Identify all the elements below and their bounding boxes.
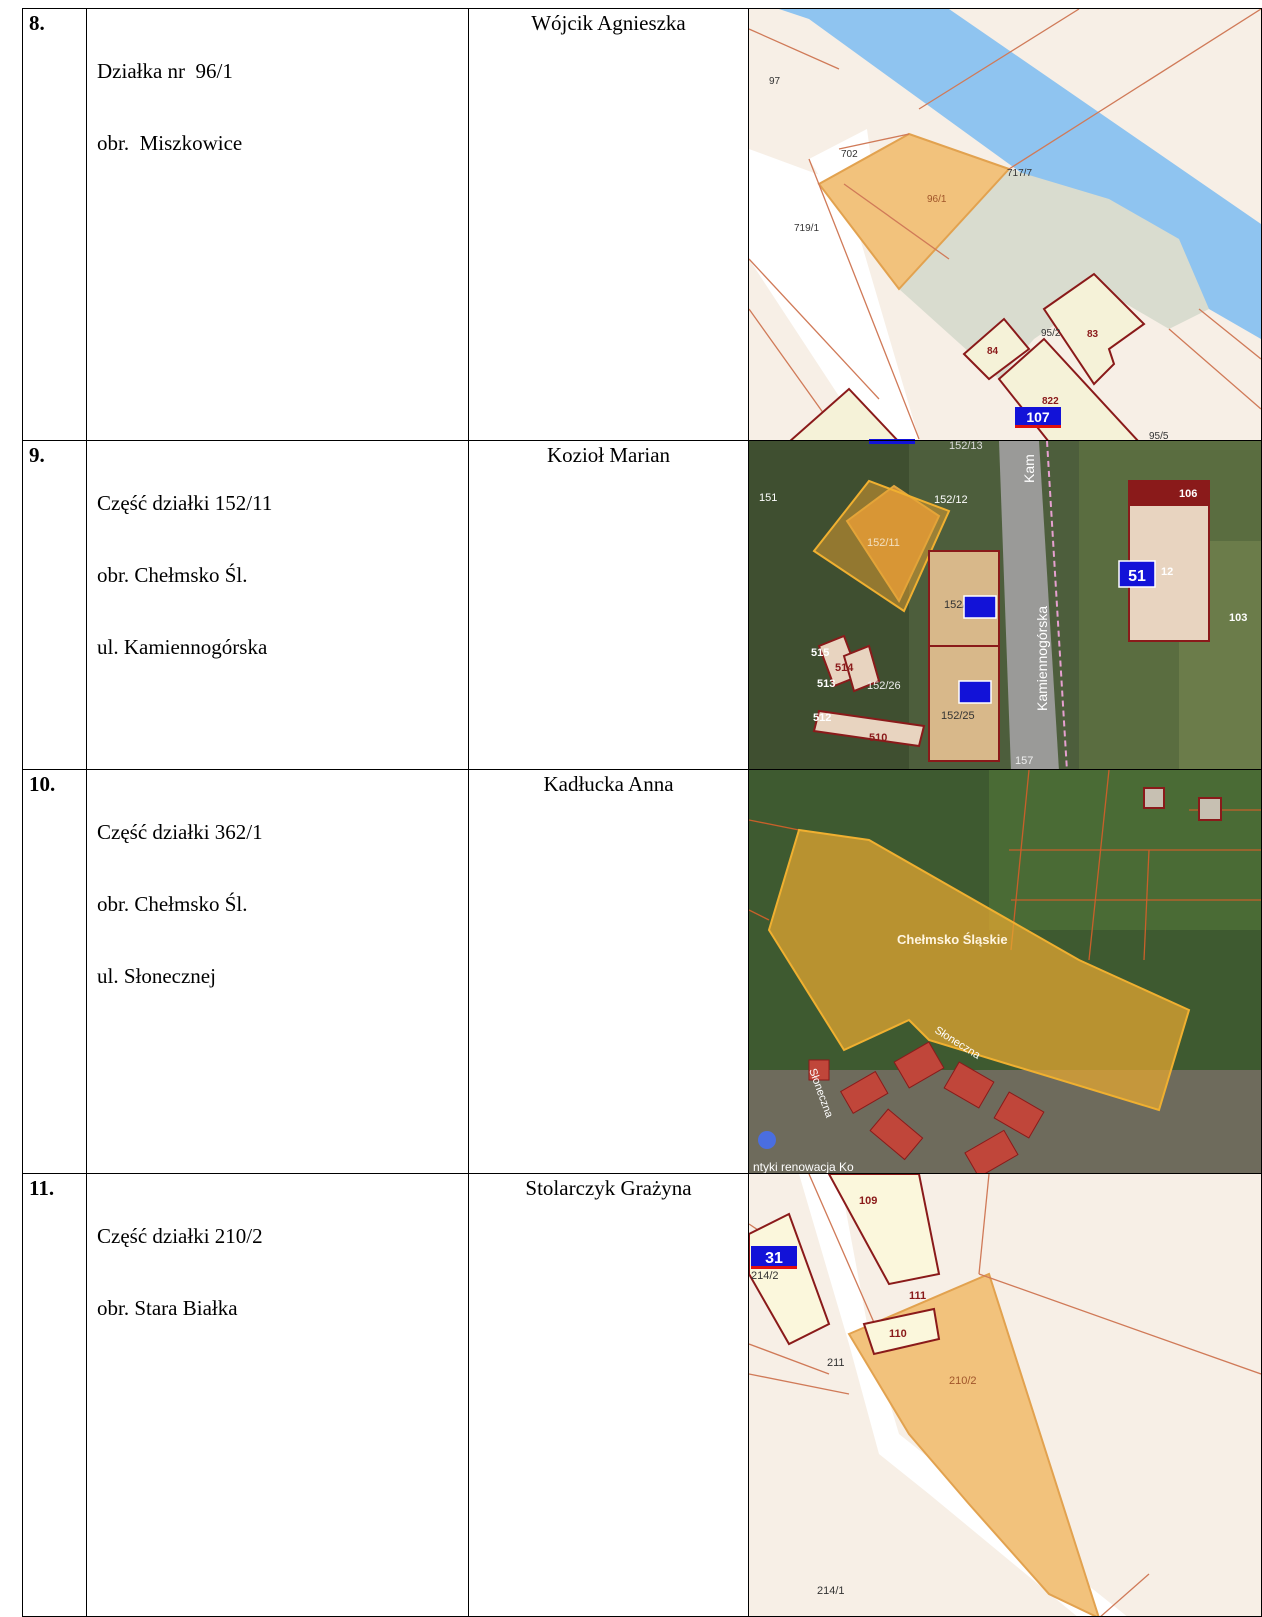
number-badge [751, 1246, 797, 1268]
row-number-cell: 10. [23, 770, 87, 1173]
table-row: 10. Część działki 362/1 obr. Chełmsko Śl… [22, 769, 1262, 1174]
cadastral-map: 109 214/2 111 110 211 210/2 214/1 31 [749, 1174, 1261, 1616]
satellite-map: 151 152/12 152/11 152/20 152/26 152/25 1… [749, 441, 1261, 769]
parcel-label: 214/1 [817, 1585, 845, 1597]
parcel-label: 152/12 [934, 494, 968, 506]
row-number: 9. [29, 443, 45, 467]
parcel-description: Część działki 362/1 obr. Chełmsko Śl. ul… [97, 820, 263, 988]
street-label-top: Kam [1021, 454, 1037, 483]
parcel-label: 96/1 [927, 194, 947, 205]
poi-label: ntyki renowacja Ko [753, 1160, 854, 1173]
table-row: 8. Działka nr 96/1 obr. Miszkowice Wójci… [22, 8, 1262, 441]
row-number: 10. [29, 772, 56, 796]
parcel-label: 97 [769, 76, 781, 87]
parcel-label: 510 [869, 732, 887, 744]
parcel-map: 97 702 96/1 717/7 719/1 84 95/2 83 822 9… [749, 9, 1261, 440]
parcel-label: 513 [817, 678, 835, 690]
owner-name: Kadłucka Anna [543, 772, 674, 796]
table-row: 9. Część działki 152/11 obr. Chełmsko Śl… [22, 440, 1262, 770]
parcel-label: 12 [1161, 566, 1173, 578]
owner-name: Kozioł Marian [546, 443, 671, 467]
parcel-description: Część działki 210/2 obr. Stara Białka [97, 1224, 263, 1320]
parcel-description-cell: Część działki 362/1 obr. Chełmsko Śl. ul… [87, 770, 469, 1173]
parcel-label: 152/26 [867, 680, 901, 692]
parcel-label: 717/7 [1007, 168, 1032, 179]
owner-name: Wójcik Agnieszka [531, 11, 686, 35]
parcel-label: 512 [813, 712, 831, 724]
parcel-label: 211 [827, 1357, 845, 1369]
satellite-map: Chełmsko Śląskie Słoneczna Słoneczna nty… [749, 770, 1261, 1173]
parcel-label: 109 [859, 1195, 877, 1207]
parcel-label: 152/13 [949, 441, 983, 452]
parcel-label: 152/25 [941, 710, 975, 722]
row-number-cell: 8. [23, 9, 87, 440]
parcel-label: 106 [1179, 488, 1197, 500]
parcel-label: 514 [835, 662, 854, 674]
number-badge [1015, 407, 1061, 427]
row-number-cell: 9. [23, 441, 87, 769]
parcel-map: Chełmsko Śląskie Słoneczna Słoneczna nty… [749, 770, 1261, 1173]
parcel-description-cell: Działka nr 96/1 obr. Miszkowice [87, 9, 469, 440]
number-badge [1118, 560, 1156, 588]
briefcase-icon [758, 1131, 776, 1149]
owner-cell: Kozioł Marian [469, 441, 749, 769]
parcel-label: 83 [1087, 329, 1099, 340]
parcel-description-cell: Część działki 152/11 obr. Chełmsko Śl. u… [87, 441, 469, 769]
parcel-label: 111 [909, 1290, 926, 1302]
parcel-label: 152/11 [867, 537, 900, 549]
owner-cell: Wójcik Agnieszka [469, 9, 749, 440]
parcel-label: 822 [1042, 396, 1059, 407]
owner-name: Stolarczyk Grażyna [525, 1176, 692, 1200]
parcel-label: 84 [987, 346, 999, 357]
parcel-label: 214/2 [751, 1270, 779, 1282]
owner-cell: Stolarczyk Grażyna [469, 1174, 749, 1616]
parcel-description-cell: Część działki 210/2 obr. Stara Białka [87, 1174, 469, 1616]
owner-cell: Kadłucka Anna [469, 770, 749, 1173]
parcel-map: 109 214/2 111 110 211 210/2 214/1 31 [749, 1174, 1261, 1616]
parcel-label: 702 [841, 149, 858, 160]
cadastral-map: 97 702 96/1 717/7 719/1 84 95/2 83 822 9… [749, 9, 1261, 440]
parcel-label: 110 [889, 1328, 907, 1340]
badge-label: 51 [1128, 568, 1146, 585]
badge-label: 31 [765, 1250, 783, 1267]
parcel-description: Działka nr 96/1 obr. Miszkowice [97, 59, 243, 155]
parcel-label: 103 [1229, 612, 1247, 624]
row-number: 8. [29, 11, 45, 35]
parcel-label: 157 [1015, 755, 1033, 767]
parcel-description: Część działki 152/11 obr. Chełmsko Śl. u… [97, 491, 273, 659]
badge-label: 107 [1026, 409, 1050, 425]
parcel-map: 151 152/12 152/11 152/20 152/26 152/25 1… [749, 441, 1261, 769]
street-label: Kamiennogórska [1034, 606, 1050, 711]
parcel-label: 151 [759, 492, 777, 504]
table-row: 11. Część działki 210/2 obr. Stara Białk… [22, 1173, 1262, 1617]
parcel-label: 515 [811, 647, 829, 659]
row-number: 11. [29, 1176, 55, 1200]
parcel-label: 210/2 [949, 1375, 977, 1387]
parcel-label: 719/1 [794, 223, 819, 234]
parcel-label: 95/2 [1041, 328, 1061, 339]
parcel-label: 95/5 [1149, 431, 1169, 440]
row-number-cell: 11. [23, 1174, 87, 1616]
place-label: Chełmsko Śląskie [897, 932, 1008, 947]
